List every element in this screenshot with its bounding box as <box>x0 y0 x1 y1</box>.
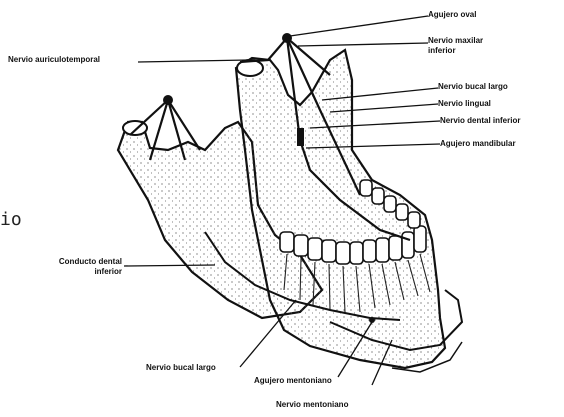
label-nervio-bucal-largo-top: Nervio bucal largo <box>438 82 508 91</box>
mandibular-foramen-mark <box>297 128 304 146</box>
label-nervio-auriculotemporal: Nervio auriculotemporal <box>8 55 100 64</box>
label-nervio-maxilar-inferior-line2: inferior <box>428 46 456 55</box>
label-nervio-lingual: Nervio lingual <box>438 99 491 108</box>
foramen-ovale-dot <box>282 33 292 43</box>
label-agujero-oval: Agujero oval <box>428 10 476 19</box>
cropped-text-fragment: io <box>0 209 22 230</box>
label-conducto-dental-inferior-line2: inferior <box>30 267 122 276</box>
label-conducto-dental-inferior-line1: Conducto dental <box>30 257 122 266</box>
label-nervio-maxilar-inferior-line1: Nervio maxilar <box>428 36 483 45</box>
left-foramen-dot <box>163 95 173 105</box>
label-nervio-bucal-largo-bottom: Nervio bucal largo <box>146 363 216 372</box>
label-nervio-dental-inferior: Nervio dental inferior <box>440 116 520 125</box>
label-agujero-mentoniano: Agujero mentoniano <box>254 376 332 385</box>
label-agujero-mandibular: Agujero mandibular <box>440 139 516 148</box>
label-nervio-mentoniano: Nervio mentoniano <box>276 400 348 409</box>
